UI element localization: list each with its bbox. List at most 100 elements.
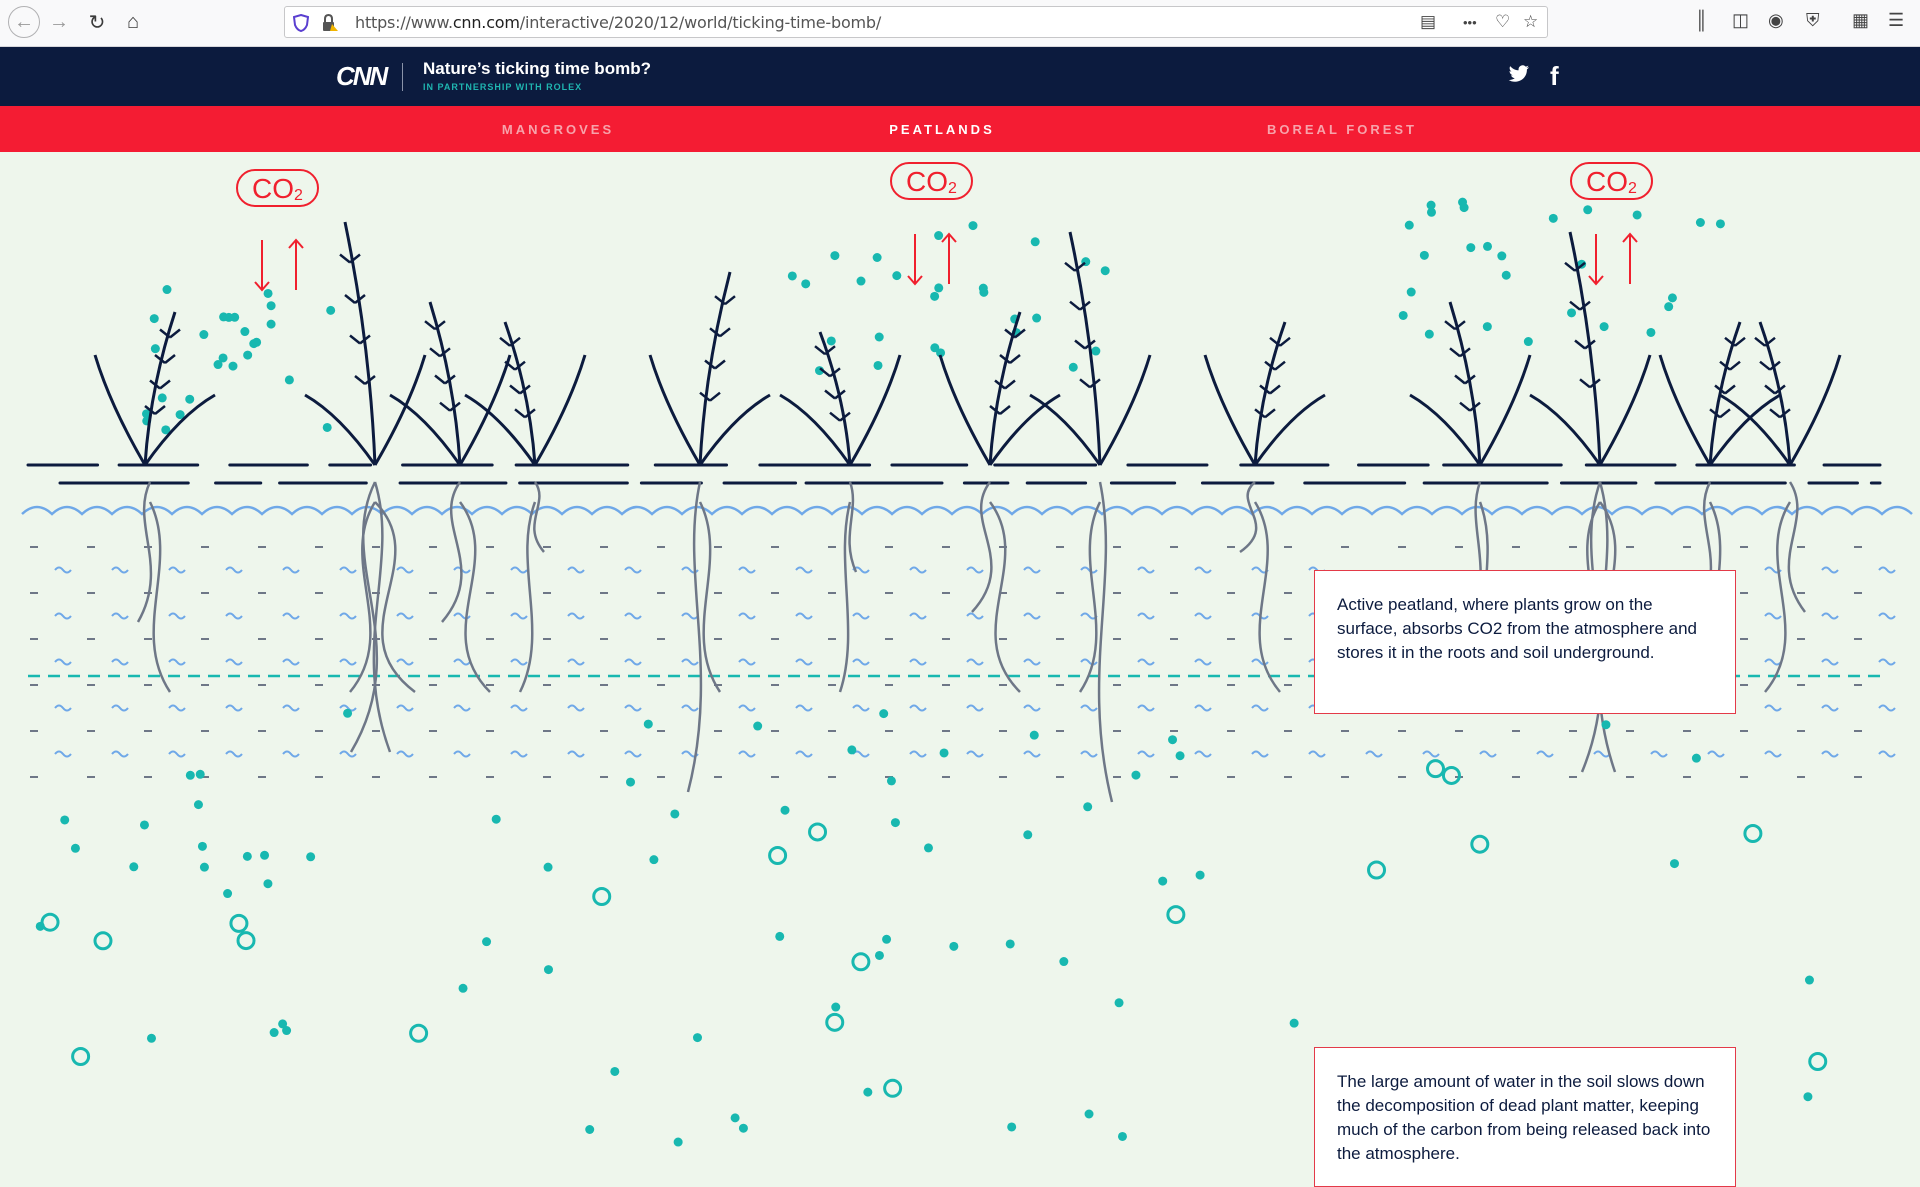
back-icon[interactable]: ←	[8, 6, 40, 38]
tab-mangroves[interactable]: MANGROVES	[501, 122, 615, 137]
plant-leaf	[349, 334, 361, 345]
water-mark	[738, 704, 756, 712]
water-mark	[339, 566, 357, 574]
co2-particle	[266, 301, 276, 311]
soil-carbon-dot	[1029, 730, 1039, 740]
more-actions-icon[interactable]: •••	[1463, 15, 1477, 30]
co2-particle	[1406, 287, 1416, 297]
soil-carbon-dot	[260, 850, 270, 860]
water-mark	[681, 704, 699, 712]
co2-particle	[162, 285, 172, 295]
plant-leaf	[1759, 360, 1771, 371]
plant-leaf	[1089, 378, 1101, 389]
plant-leaf	[709, 391, 721, 402]
co2-particle	[263, 288, 273, 298]
plant-leaf	[169, 328, 181, 339]
water-mark	[54, 658, 72, 666]
bookmark-star-icon[interactable]: ☆	[1523, 12, 1539, 31]
plant-root	[1787, 481, 1806, 613]
plant-stem	[428, 301, 462, 466]
forward-icon[interactable]: →	[49, 10, 69, 33]
plant-root	[148, 501, 172, 693]
soil-carbon-ring	[1470, 834, 1490, 854]
soil-carbon-dot	[673, 1137, 683, 1147]
soil-carbon-dot	[146, 1033, 156, 1043]
soil-carbon-dot	[738, 1123, 748, 1133]
plant-leaf	[824, 389, 836, 400]
plant-leaf	[424, 320, 436, 331]
plant-root	[1764, 501, 1792, 693]
co2-particle	[149, 314, 159, 324]
plant-stem	[1658, 354, 1712, 466]
plant-leaf	[1084, 339, 1096, 350]
plant-stem	[1448, 301, 1482, 466]
co2-particle	[1664, 302, 1674, 312]
plant-stem	[1758, 321, 1792, 466]
water-mark	[225, 566, 243, 574]
library-icon[interactable]: ║	[1695, 10, 1708, 30]
co2-arrow-head	[941, 232, 957, 243]
water-mark	[1821, 658, 1839, 666]
tracking-shield-icon[interactable]	[293, 14, 309, 32]
plant-leaf	[439, 347, 451, 358]
plant-leaf	[1454, 320, 1466, 331]
plant-leaf	[1274, 360, 1286, 371]
plant-root	[518, 501, 537, 693]
water-mark	[909, 750, 927, 758]
soil-carbon-ring	[229, 913, 249, 933]
plant-leaf	[1769, 360, 1781, 371]
plant-leaf	[1459, 347, 1471, 358]
twitter-icon[interactable]	[1508, 65, 1530, 83]
water-mark	[54, 750, 72, 758]
plant-stem	[373, 354, 427, 466]
soil-carbon-dot	[643, 719, 653, 729]
account-icon[interactable]: ◉	[1768, 10, 1784, 30]
home-icon[interactable]: ⌂	[126, 10, 140, 33]
co2-particle	[1100, 266, 1110, 276]
cnn-logo[interactable]: CNN	[336, 61, 388, 91]
soil-carbon-dot	[1005, 939, 1015, 949]
pocket-icon[interactable]: ♡	[1495, 12, 1511, 31]
plant-leaf	[839, 411, 851, 422]
co2-particle	[1032, 313, 1042, 323]
co2-particle	[930, 343, 940, 353]
reader-view-icon[interactable]: ▤	[1420, 12, 1437, 31]
soil-carbon-dot	[626, 777, 636, 787]
water-mark	[1023, 566, 1041, 574]
soil-carbon-ring	[93, 931, 113, 951]
soil-carbon-dot	[939, 748, 949, 758]
sidebar-icon[interactable]: ◫	[1732, 10, 1750, 30]
plant-leaf	[1254, 408, 1266, 419]
plant-leaf	[364, 375, 376, 385]
plant-leaf	[164, 354, 176, 364]
water-mark	[396, 750, 414, 758]
soil-carbon-dot	[890, 818, 900, 828]
water-mark	[396, 658, 414, 666]
plant-leaf	[1014, 328, 1026, 339]
water-mark	[111, 658, 129, 666]
water-mark	[225, 750, 243, 758]
menu-icon[interactable]: ☰	[1888, 10, 1905, 30]
facebook-icon[interactable]: f	[1550, 61, 1559, 91]
water-mark	[1821, 612, 1839, 620]
co2-arrow-head	[1622, 232, 1638, 243]
tab-boreal-forest[interactable]: BOREAL FOREST	[1267, 122, 1417, 137]
shield-extension-icon[interactable]: ⛨	[1806, 10, 1820, 30]
plant-stem	[1708, 393, 1781, 466]
plant-leaf	[519, 384, 531, 395]
water-mark	[168, 566, 186, 574]
tab-peatlands[interactable]: PEATLANDS	[889, 122, 995, 137]
soil-carbon-dot	[1691, 753, 1701, 763]
water-mark	[1707, 750, 1725, 758]
reload-icon[interactable]: ↻	[88, 11, 106, 34]
plant-root	[136, 481, 153, 623]
plant-stem	[93, 354, 147, 466]
page-title: Nature’s ticking time bomb?	[423, 59, 651, 78]
gift-icon[interactable]: ▦	[1852, 10, 1870, 30]
water-mark	[1080, 566, 1098, 574]
address-bar[interactable]: https://www.cnn.com/interactive/2020/12/…	[284, 6, 1548, 38]
plant-leaf	[1589, 378, 1601, 389]
water-mark	[282, 612, 300, 620]
water-mark	[1878, 658, 1896, 666]
lock-icon[interactable]	[321, 14, 339, 32]
